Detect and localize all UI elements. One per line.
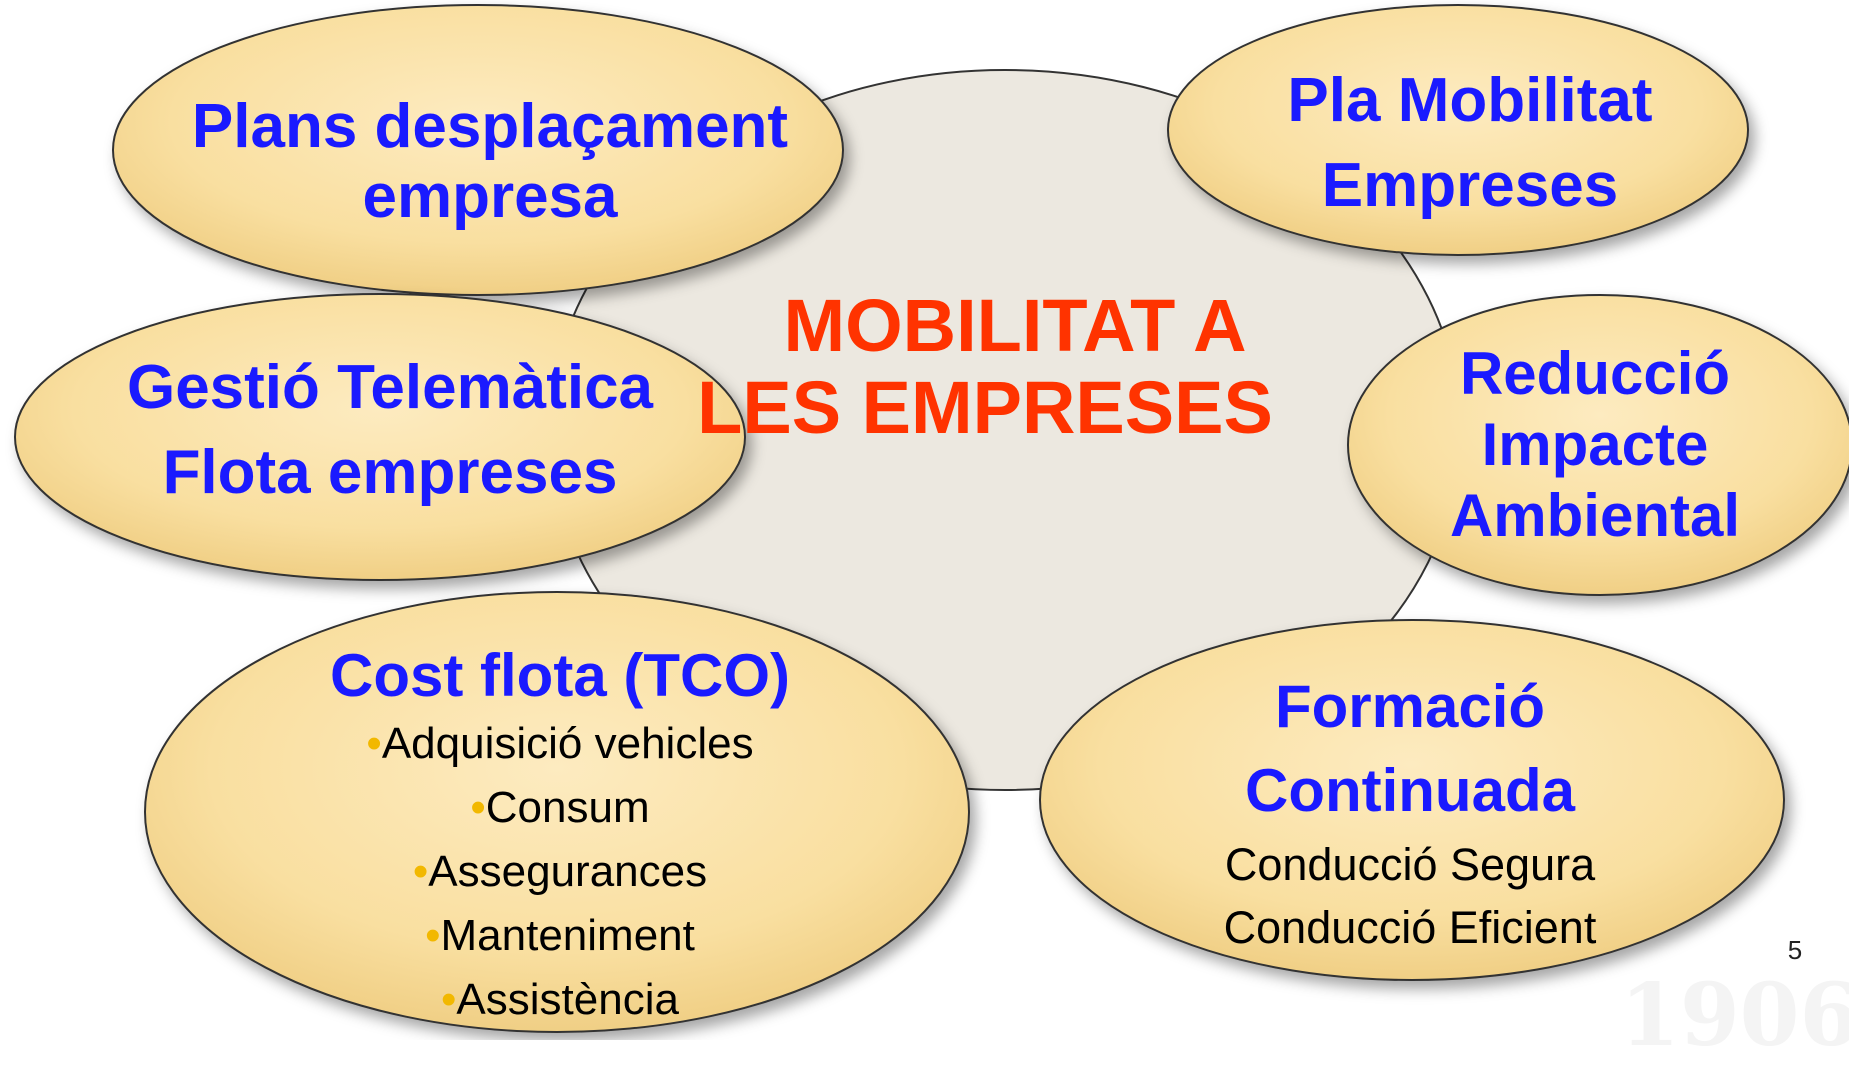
center-title: MOBILITAT A LES EMPRESES xyxy=(697,284,1330,449)
bubble-pla xyxy=(1167,4,1749,256)
bubble-gestio xyxy=(14,293,746,581)
cost-item-label: Adquisició vehicles xyxy=(381,719,754,768)
bullet-icon: • xyxy=(412,847,429,896)
node-formacio-continuada: Formació Continuada Conducció Segura Con… xyxy=(1110,665,1710,959)
list-item: •Assistència xyxy=(245,968,875,1032)
list-item: Conducció Eficient xyxy=(1223,902,1597,953)
node-plans-line1: Plans desplaçament xyxy=(191,92,789,161)
cost-item-label: Manteniment xyxy=(440,911,695,960)
bubble-plans xyxy=(112,4,844,296)
node-pla-line1: Pla Mobilitat xyxy=(1287,66,1653,135)
bubble-reduccio xyxy=(1347,294,1849,596)
bubble-formacio xyxy=(1039,619,1785,981)
bullet-icon: • xyxy=(366,719,382,768)
node-formacio-line1: Formació xyxy=(1274,673,1546,740)
node-cost-flota: Cost flota (TCO) •Adquisició vehicles •C… xyxy=(245,640,875,1032)
list-item: •Assegurances xyxy=(245,840,875,904)
list-item: •Adquisició vehicles xyxy=(245,712,875,776)
center-title-line2: LES EMPRESES xyxy=(697,366,1273,449)
cost-item-label: Assistència xyxy=(456,975,679,1024)
list-item: •Consum xyxy=(245,776,875,840)
bullet-icon: • xyxy=(425,911,441,960)
node-plans-desplacament: Plans desplaçament empresa xyxy=(160,92,820,232)
node-plans-line2: empresa xyxy=(362,162,618,231)
node-gestio-line2: Flota empreses xyxy=(162,438,618,507)
node-gestio-line1: Gestió Telemàtica xyxy=(126,353,654,422)
node-gestio-telematica: Gestió Telemàtica Flota empreses xyxy=(80,345,700,515)
list-item: •Manteniment xyxy=(245,904,875,968)
node-reduccio-line2: Impacte xyxy=(1481,411,1709,478)
cost-item-label: Consum xyxy=(485,783,650,832)
cost-item-label: Assegurances xyxy=(428,847,708,896)
node-cost-title: Cost flota (TCO) xyxy=(330,642,790,709)
watermark: 1906 xyxy=(1620,965,1849,1066)
list-item: Conducció Segura xyxy=(1224,839,1596,890)
node-reduccio-impacte: Reducció Impacte Ambiental xyxy=(1420,338,1770,551)
page-number: 5 xyxy=(1787,935,1803,965)
center-title-line1: MOBILITAT A xyxy=(783,284,1247,367)
bullet-icon: • xyxy=(470,783,486,832)
node-formacio-line2: Continuada xyxy=(1245,757,1575,824)
bubble-cost xyxy=(144,591,970,1033)
bullet-icon: • xyxy=(441,975,457,1024)
node-reduccio-line1: Reducció xyxy=(1459,340,1731,407)
diagram-canvas xyxy=(14,4,1849,1033)
node-pla-line2: Empreses xyxy=(1321,151,1619,220)
node-reduccio-line3: Ambiental xyxy=(1449,482,1741,549)
node-pla-mobilitat: Pla Mobilitat Empreses xyxy=(1230,58,1710,228)
